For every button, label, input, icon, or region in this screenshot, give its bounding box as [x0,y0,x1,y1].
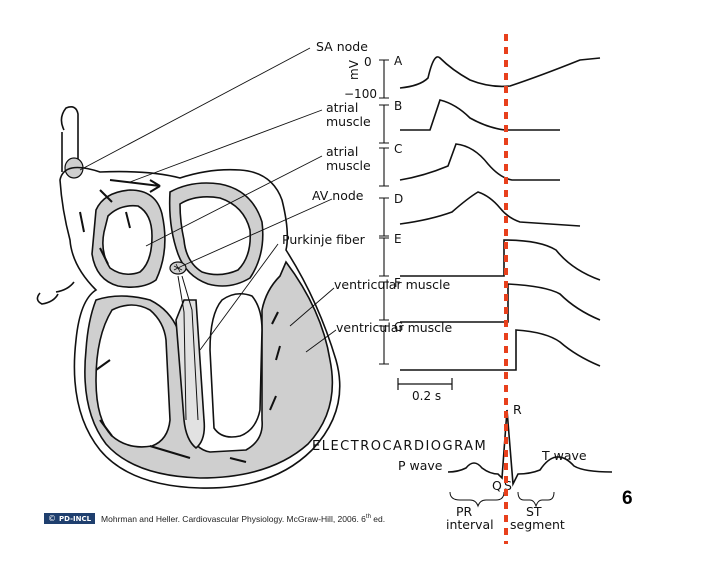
trace-f [400,283,601,323]
trace-scale-e [379,237,389,277]
ecg-p-wave: P wave [398,458,443,473]
ecg-t-wave: T wave [541,448,587,463]
trace-scale-a [379,59,389,99]
trace-scale-g [379,325,389,365]
time-scale-bar [397,378,453,390]
trace-label-d: D [394,192,403,206]
label-sa-node: SA node [316,39,368,54]
license-logo: © PD-INCL [44,513,96,524]
trace-label-c: C [394,142,402,156]
trace-label-b: B [394,99,402,113]
st-segment-a: ST [526,504,542,519]
trace-g [400,329,601,371]
trace-scale-f [379,281,389,321]
st-segment-b: segment [510,517,565,532]
conduction-arrows [79,179,281,463]
citation-end: ed. [370,513,386,524]
axis-bottom-label: −100 [344,87,377,101]
scale-bar-label: 0.2 s [412,389,441,403]
ecg-r: R [513,402,522,417]
trace-scale-b [379,104,389,144]
page-number: 6 [622,488,633,509]
ecg-q: Q [492,478,502,493]
copyright-icon: © [48,514,56,523]
interval-braces [449,491,555,508]
trace-scale-c [379,147,389,187]
voltage-axis: 0 −100 mV [344,55,377,101]
axis-top-label: 0 [364,55,372,69]
ecg-trace [447,409,613,487]
pr-interval-b: interval [446,517,494,532]
citation: Mohrman and Heller. Cardiovascular Physi… [101,514,385,524]
trace-label-e: E [394,232,402,246]
leader-lines [79,47,337,353]
label-ventricular-1: ventricular muscle [334,277,451,292]
ecg-title: ELECTROCARDIOGRAM [312,439,487,454]
heart-illustration [36,106,341,489]
label-atrial-muscle-2a: atrial [326,144,358,159]
citation-main: Mohrman and Heller. Cardiovascular Physi… [101,513,366,524]
label-purkinje: Purkinje fiber [282,232,366,247]
citation-sup: th [365,513,371,520]
label-atrial-muscle-2b: muscle [326,158,371,173]
label-atrial-muscle-1a: atrial [326,100,358,115]
label-av-node: AV node [312,188,364,203]
trace-label-g: G [394,320,403,334]
action-potential-traces: A B C D E F G [379,54,601,371]
trace-scale-d [379,197,389,237]
trace-label-a: A [394,54,403,68]
ecg-s: S [504,478,512,493]
footer: © PD-INCL Mohrman and Heller. Cardiovasc… [44,513,385,524]
trace-label-f: F [394,276,401,290]
trace-d [399,191,581,227]
trace-e [400,239,601,281]
trace-a [399,56,601,89]
license-text: PD-INCL [59,514,92,523]
pr-interval-a: PR [456,504,473,519]
trace-b [400,99,560,131]
label-ventricular-2: ventricular muscle [336,320,453,335]
trace-c [399,143,560,181]
axis-unit-label: mV [347,59,361,80]
label-atrial-muscle-1b: muscle [326,114,371,129]
